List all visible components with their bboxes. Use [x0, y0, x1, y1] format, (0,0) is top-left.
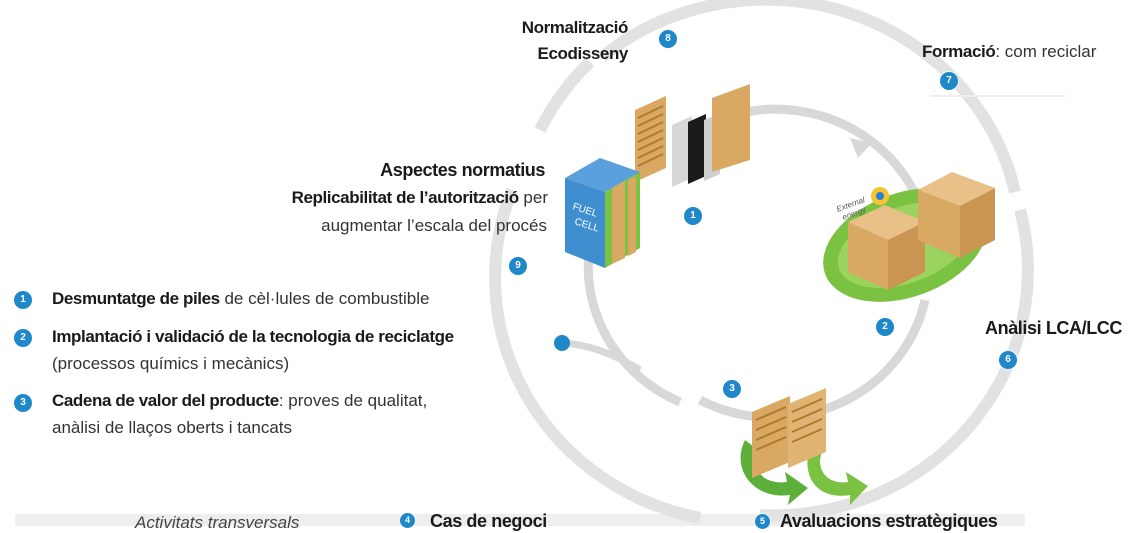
badge-2-list: 2: [14, 329, 32, 347]
replicabilitat-rest: per: [518, 188, 548, 207]
formacio-label: Formació: com reciclar: [922, 42, 1096, 62]
cadena-bold: Cadena de valor del producte: [52, 391, 279, 410]
aspectes-label: Aspectes normatius: [380, 160, 545, 180]
badge-7: 7: [940, 72, 958, 90]
exploded-cell-plates: [635, 84, 750, 187]
desmuntatge-bold: Desmuntatge de piles: [52, 289, 220, 308]
cadena-label: Cadena de valor del producte: proves de …: [52, 391, 427, 411]
recycled-stacks: [740, 388, 868, 505]
badge-5: 5: [755, 514, 770, 529]
replicabilitat-bold: Replicabilitat de l’autorització: [291, 188, 520, 207]
replicabilitat-label: Replicabilitat de l’autorització per: [230, 188, 548, 208]
fuel-cell-cube: [565, 158, 640, 268]
ecodisseny-label: Ecodisseny: [537, 44, 629, 63]
recycling-boxes: [823, 172, 995, 302]
formacio-rest: : com reciclar: [995, 42, 1097, 61]
cas-label: Cas de negoci: [430, 511, 547, 531]
badge-9: 9: [509, 257, 527, 275]
badge-6: 6: [999, 351, 1017, 369]
badge-4: 4: [400, 513, 415, 528]
badge-3-cycle: 3: [723, 380, 741, 398]
normalitzacio-label: Normalització: [521, 18, 629, 37]
avaluacions-label: Avaluacions estratègiques: [780, 511, 998, 531]
analisi-label: Anàlisi LCA/LCC: [985, 318, 1123, 338]
outer-cycle-ring: [489, 0, 1034, 524]
escala-label: augmentar l’escala del procés: [321, 216, 547, 235]
badge-1-cycle: 1: [684, 207, 702, 225]
implantacio-sub: (processos químics i mecànics): [52, 354, 290, 373]
activitats-label: Activitats transversals: [135, 513, 300, 532]
badge-1-list: 1: [14, 291, 32, 309]
badge-2-cycle: 2: [876, 318, 894, 336]
branch-line: [561, 339, 642, 373]
branch-dot: [554, 335, 570, 351]
desmuntatge-label: Desmuntatge de piles de cèl·lules de com…: [52, 289, 430, 309]
cadena-sub: anàlisi de llaços oberts i tancats: [52, 418, 293, 437]
badge-8: 8: [659, 30, 677, 48]
desmuntatge-rest: de cèl·lules de combustible: [219, 289, 430, 308]
cadena-rest: : proves de qualitat,: [278, 391, 428, 410]
badge-3-list: 3: [14, 394, 32, 412]
formacio-bold: Formació: [922, 42, 996, 61]
implantacio-label: Implantació i validació de la tecnologia…: [52, 327, 454, 346]
